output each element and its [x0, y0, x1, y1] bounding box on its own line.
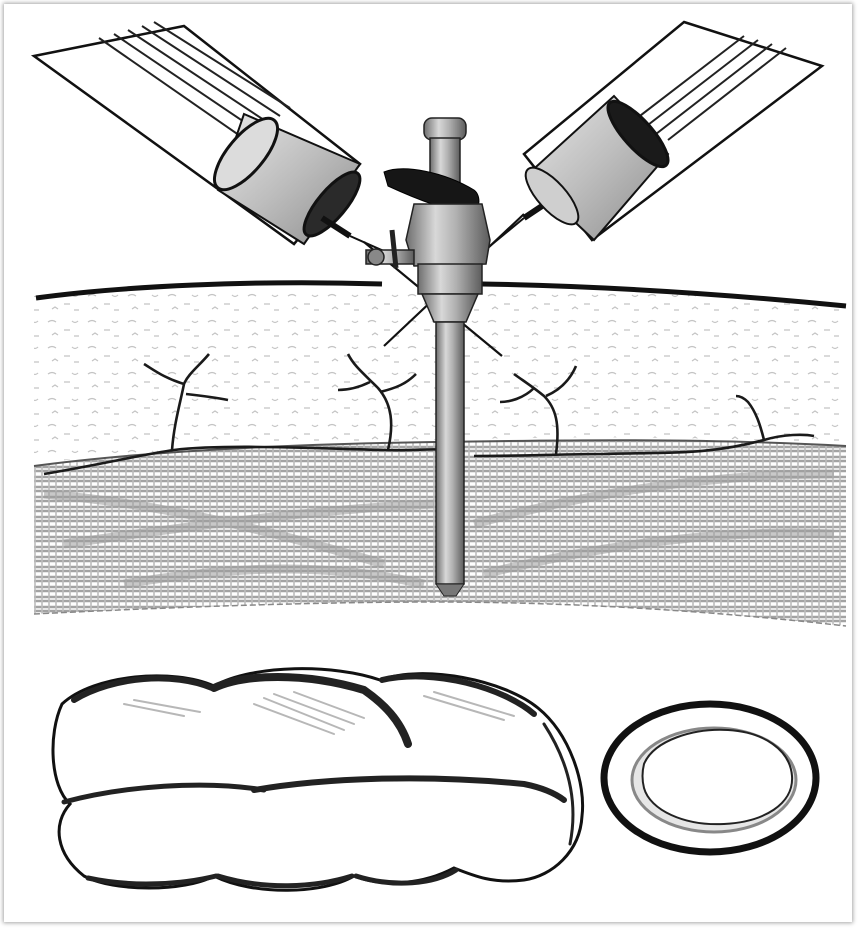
bowel-loops [53, 669, 583, 891]
illustration-frame [4, 4, 852, 922]
bowel-cross-section [604, 704, 816, 852]
laparoscope-left [34, 22, 386, 252]
laparoscopic-trocar-illustration [4, 4, 852, 922]
laparoscope-right [490, 22, 822, 246]
